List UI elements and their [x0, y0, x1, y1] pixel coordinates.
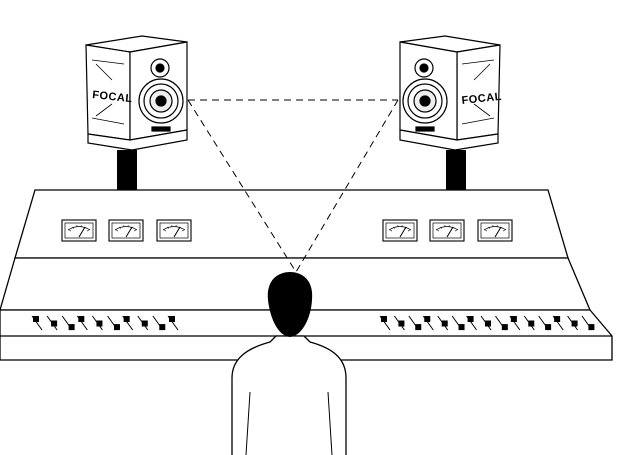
vu-meter-icon: [61, 219, 97, 242]
fader-icon: [31, 315, 43, 331]
fader-icon: [495, 315, 508, 331]
vu-meter-icon: [108, 219, 144, 242]
fader-icon: [567, 315, 578, 331]
fader-icon: [408, 315, 422, 331]
fader-icon: [167, 315, 179, 331]
fader-icon: [379, 315, 391, 331]
fader-icon: [466, 315, 477, 331]
fader-icon: [451, 315, 465, 331]
fader-icon: [538, 315, 552, 331]
fader-icon: [92, 315, 103, 331]
fader-icon: [394, 315, 405, 331]
console-desk-front: [0, 309, 613, 361]
triangle-edge-right: [295, 99, 399, 273]
fader-icon: [552, 315, 564, 331]
speaker-right-base: [399, 129, 499, 151]
fader-icon: [137, 315, 149, 331]
speaker-stand-right: [446, 150, 466, 190]
speaker-stand-left: [117, 150, 137, 190]
speaker-right-brand-label: FOCAL: [461, 91, 502, 107]
fader-icon: [422, 315, 434, 331]
fader-group-right: [379, 315, 595, 331]
listener: [231, 272, 347, 455]
fader-icon: [437, 315, 449, 331]
vu-meter-icon: [429, 219, 465, 242]
triangle-edge-left: [187, 99, 297, 273]
speaker-left-brand-label: FOCAL: [92, 89, 133, 105]
speaker-left: [85, 35, 188, 151]
vu-meter-icon: [477, 219, 513, 242]
fader-icon: [46, 315, 58, 331]
vu-meter-group-right: [382, 219, 513, 242]
fader-icon: [509, 315, 521, 331]
fader-icon: [480, 315, 492, 331]
fader-icon: [581, 315, 595, 331]
fader-icon: [523, 315, 535, 331]
fader-icon: [61, 315, 75, 331]
fader-icon: [122, 315, 134, 331]
fader-icon: [152, 315, 166, 331]
vu-meter-group-left: [61, 219, 192, 242]
speaker-right-port: [415, 126, 435, 132]
fader-icon: [76, 315, 88, 331]
mixing-console: [0, 189, 613, 361]
fader-group-left: [31, 315, 179, 331]
speaker-left-base: [87, 129, 188, 151]
listener-body: [231, 335, 347, 455]
vu-meter-icon: [156, 219, 192, 242]
vu-meter-icon: [382, 219, 418, 242]
speaker-right: [399, 35, 501, 151]
speaker-left-port: [151, 126, 171, 132]
listener-head-icon: [267, 272, 313, 337]
listening-triangle: [187, 99, 399, 273]
fader-icon: [107, 315, 120, 331]
